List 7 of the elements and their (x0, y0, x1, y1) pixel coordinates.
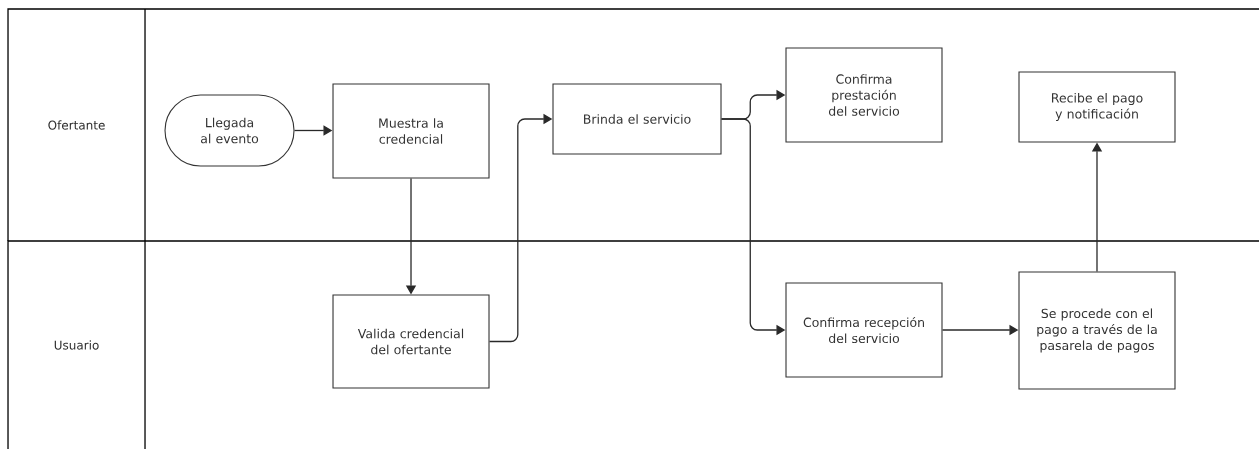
process-box: Valida credencial del ofertante (332, 294, 490, 389)
process-box: Muestra la credencial (332, 83, 490, 179)
process-box: Brinda el servicio (552, 83, 722, 155)
process-box: Recibe el pago y notificación (1018, 71, 1176, 143)
process-box: Se procede con el pago a través de la pasarela de pagos (1018, 271, 1176, 390)
process-box: Confirma recepción del servicio (785, 282, 943, 378)
process-box: Confirma prestación del servicio (785, 47, 943, 143)
